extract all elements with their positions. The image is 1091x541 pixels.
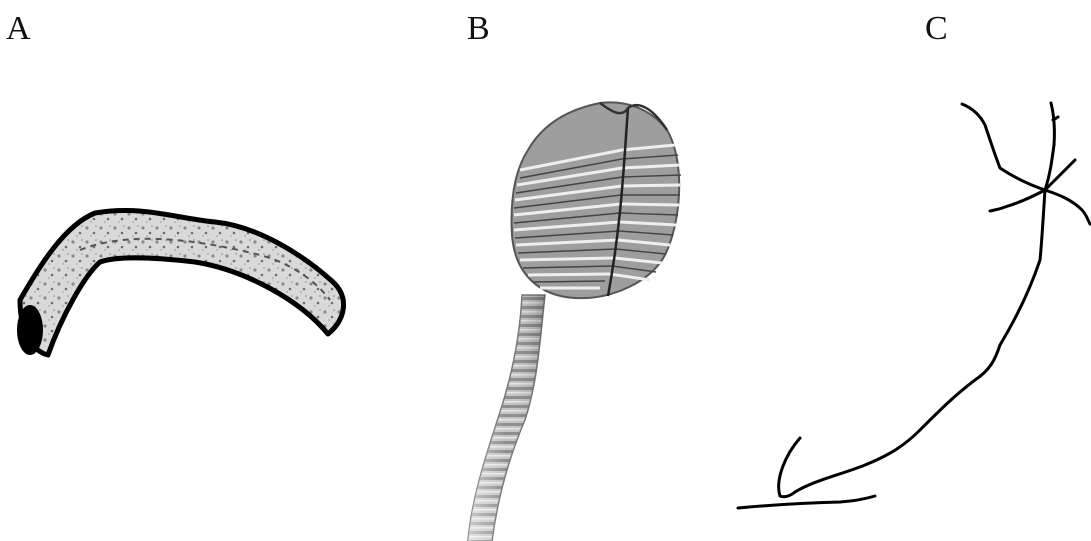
- panel-a-tube-opening: [17, 305, 43, 355]
- panel-c-branch-upper-right: [1045, 103, 1054, 190]
- panel-a-tube-body: [20, 210, 344, 355]
- panel-c-branch-right: [1045, 190, 1090, 224]
- panel-c-branch-left: [990, 190, 1045, 211]
- panel-c-main-line: [795, 190, 1045, 492]
- panel-b-stalked-crown-illustration: [468, 102, 681, 541]
- panel-b-stalk-shading: [468, 295, 545, 541]
- panel-a-tube-illustration: [17, 210, 344, 355]
- panel-c-base-line: [738, 496, 875, 508]
- panel-c-hook: [779, 438, 800, 497]
- panel-b-crown: [512, 102, 680, 298]
- panel-c-branch-upper-left: [962, 104, 1045, 190]
- panel-c-branching-line-illustration: [738, 103, 1090, 508]
